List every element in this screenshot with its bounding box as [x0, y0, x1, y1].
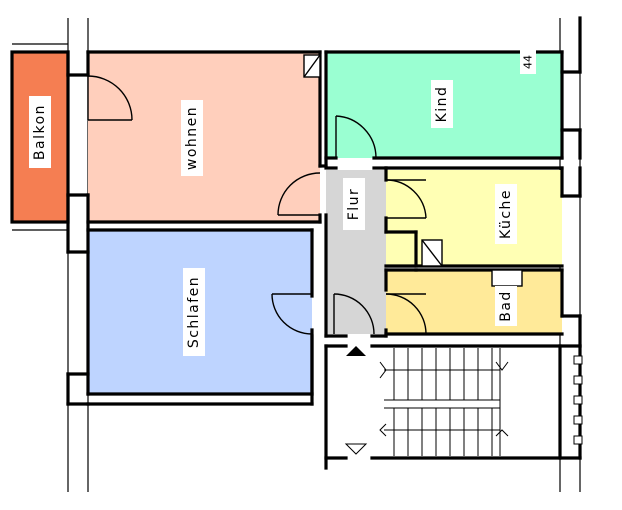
- entry-arrow-up-icon: [346, 346, 366, 356]
- room-wohnen-fill: [88, 52, 320, 222]
- door-balkon-wohnen: [87, 75, 133, 121]
- shafts: [303, 54, 523, 287]
- entry-arrow-down-icon: [344, 443, 368, 455]
- label-corner: 44: [520, 50, 536, 74]
- room-bad-fill: [386, 270, 562, 334]
- labels: Balkon wohnen Kind Flur Küche Bad Schlaf…: [29, 50, 536, 356]
- entry-arrows: [344, 346, 368, 455]
- door-entry: [333, 293, 375, 335]
- corner-number-text: 44: [522, 55, 535, 69]
- shaft-bad: [491, 269, 523, 287]
- doors: [87, 75, 427, 335]
- door-flur-kueche: [385, 179, 427, 219]
- shaft-wohnen: [303, 54, 321, 78]
- label-bad-text: Bad: [498, 290, 514, 322]
- shaft-kueche: [421, 239, 443, 267]
- stair-treads-lower: [393, 408, 493, 456]
- label-balkon-text: Balkon: [32, 104, 48, 160]
- label-flur-text: Flur: [346, 188, 362, 221]
- staircase: [379, 348, 561, 456]
- door-flur-bad: [385, 293, 427, 335]
- label-kueche: Küche: [495, 184, 517, 244]
- stair-treads-upper: [393, 348, 493, 400]
- label-wohnen: wohnen: [181, 100, 203, 176]
- door-wohnen-flur: [277, 172, 321, 216]
- label-kind: Kind: [431, 80, 453, 128]
- label-balkon: Balkon: [29, 96, 51, 168]
- door-kind-flur: [335, 115, 377, 159]
- label-kueche-text: Küche: [498, 189, 514, 239]
- label-schlafen: Schlafen: [183, 268, 205, 356]
- label-wohnen-text: wohnen: [184, 106, 200, 170]
- label-schlafen-text: Schlafen: [186, 276, 202, 348]
- window-marks: [573, 355, 583, 445]
- label-kind-text: Kind: [434, 86, 450, 123]
- door-schlafen-flur: [271, 293, 313, 335]
- label-flur: Flur: [343, 178, 365, 230]
- label-bad: Bad: [495, 286, 517, 326]
